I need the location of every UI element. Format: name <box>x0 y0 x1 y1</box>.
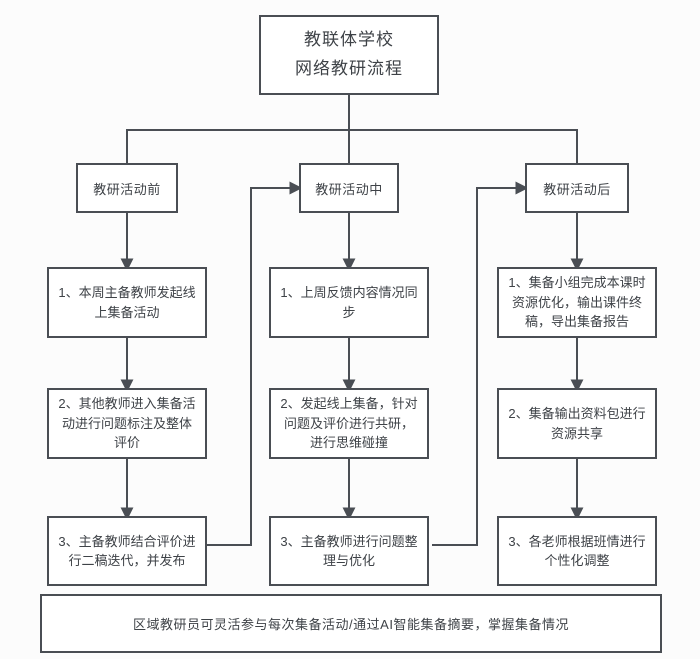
arrow-col2-step3-to-col3-header <box>432 181 529 546</box>
flowchart-title-line2: 网络教研流程 <box>295 59 403 78</box>
phase-header-after: 教研活动后 <box>525 163 629 213</box>
flowchart-title-line1: 教联体学校 <box>304 30 394 50</box>
step-during-3: 3、主备教师进行问题整理与优化 <box>269 516 429 586</box>
step-after-3: 3、各老师根据班情进行个性化调整 <box>497 516 657 586</box>
step-before-3: 3、主备教师结合评价进行二稿迭代，并发布 <box>47 516 207 586</box>
step-before-1: 1、本周主备教师发起线上集备活动 <box>47 267 207 338</box>
phase-header-before: 教研活动前 <box>76 163 178 213</box>
flowchart-title-box: 教联体学校 网络教研流程 <box>259 15 439 95</box>
footer-note-box: 区域教研员可灵活参与每次集备活动/通过AI智能集备摘要，掌握集备情况 <box>40 594 662 653</box>
arrow-col1-step3-to-col2-header <box>207 181 303 546</box>
step-during-1: 1、上周反馈内容情况同步 <box>269 267 429 338</box>
phase-header-during: 教研活动中 <box>299 163 399 213</box>
step-after-2: 2、集备输出资料包进行资源共享 <box>497 388 657 459</box>
step-after-1: 1、集备小组完成本课时资源优化，输出课件终稿，导出集备报告 <box>497 267 657 338</box>
step-during-2: 2、发起线上集备，针对问题及评价进行共研，进行思维碰撞 <box>269 388 429 459</box>
step-before-2: 2、其他教师进入集备活动进行问题标注及整体评价 <box>47 388 207 459</box>
